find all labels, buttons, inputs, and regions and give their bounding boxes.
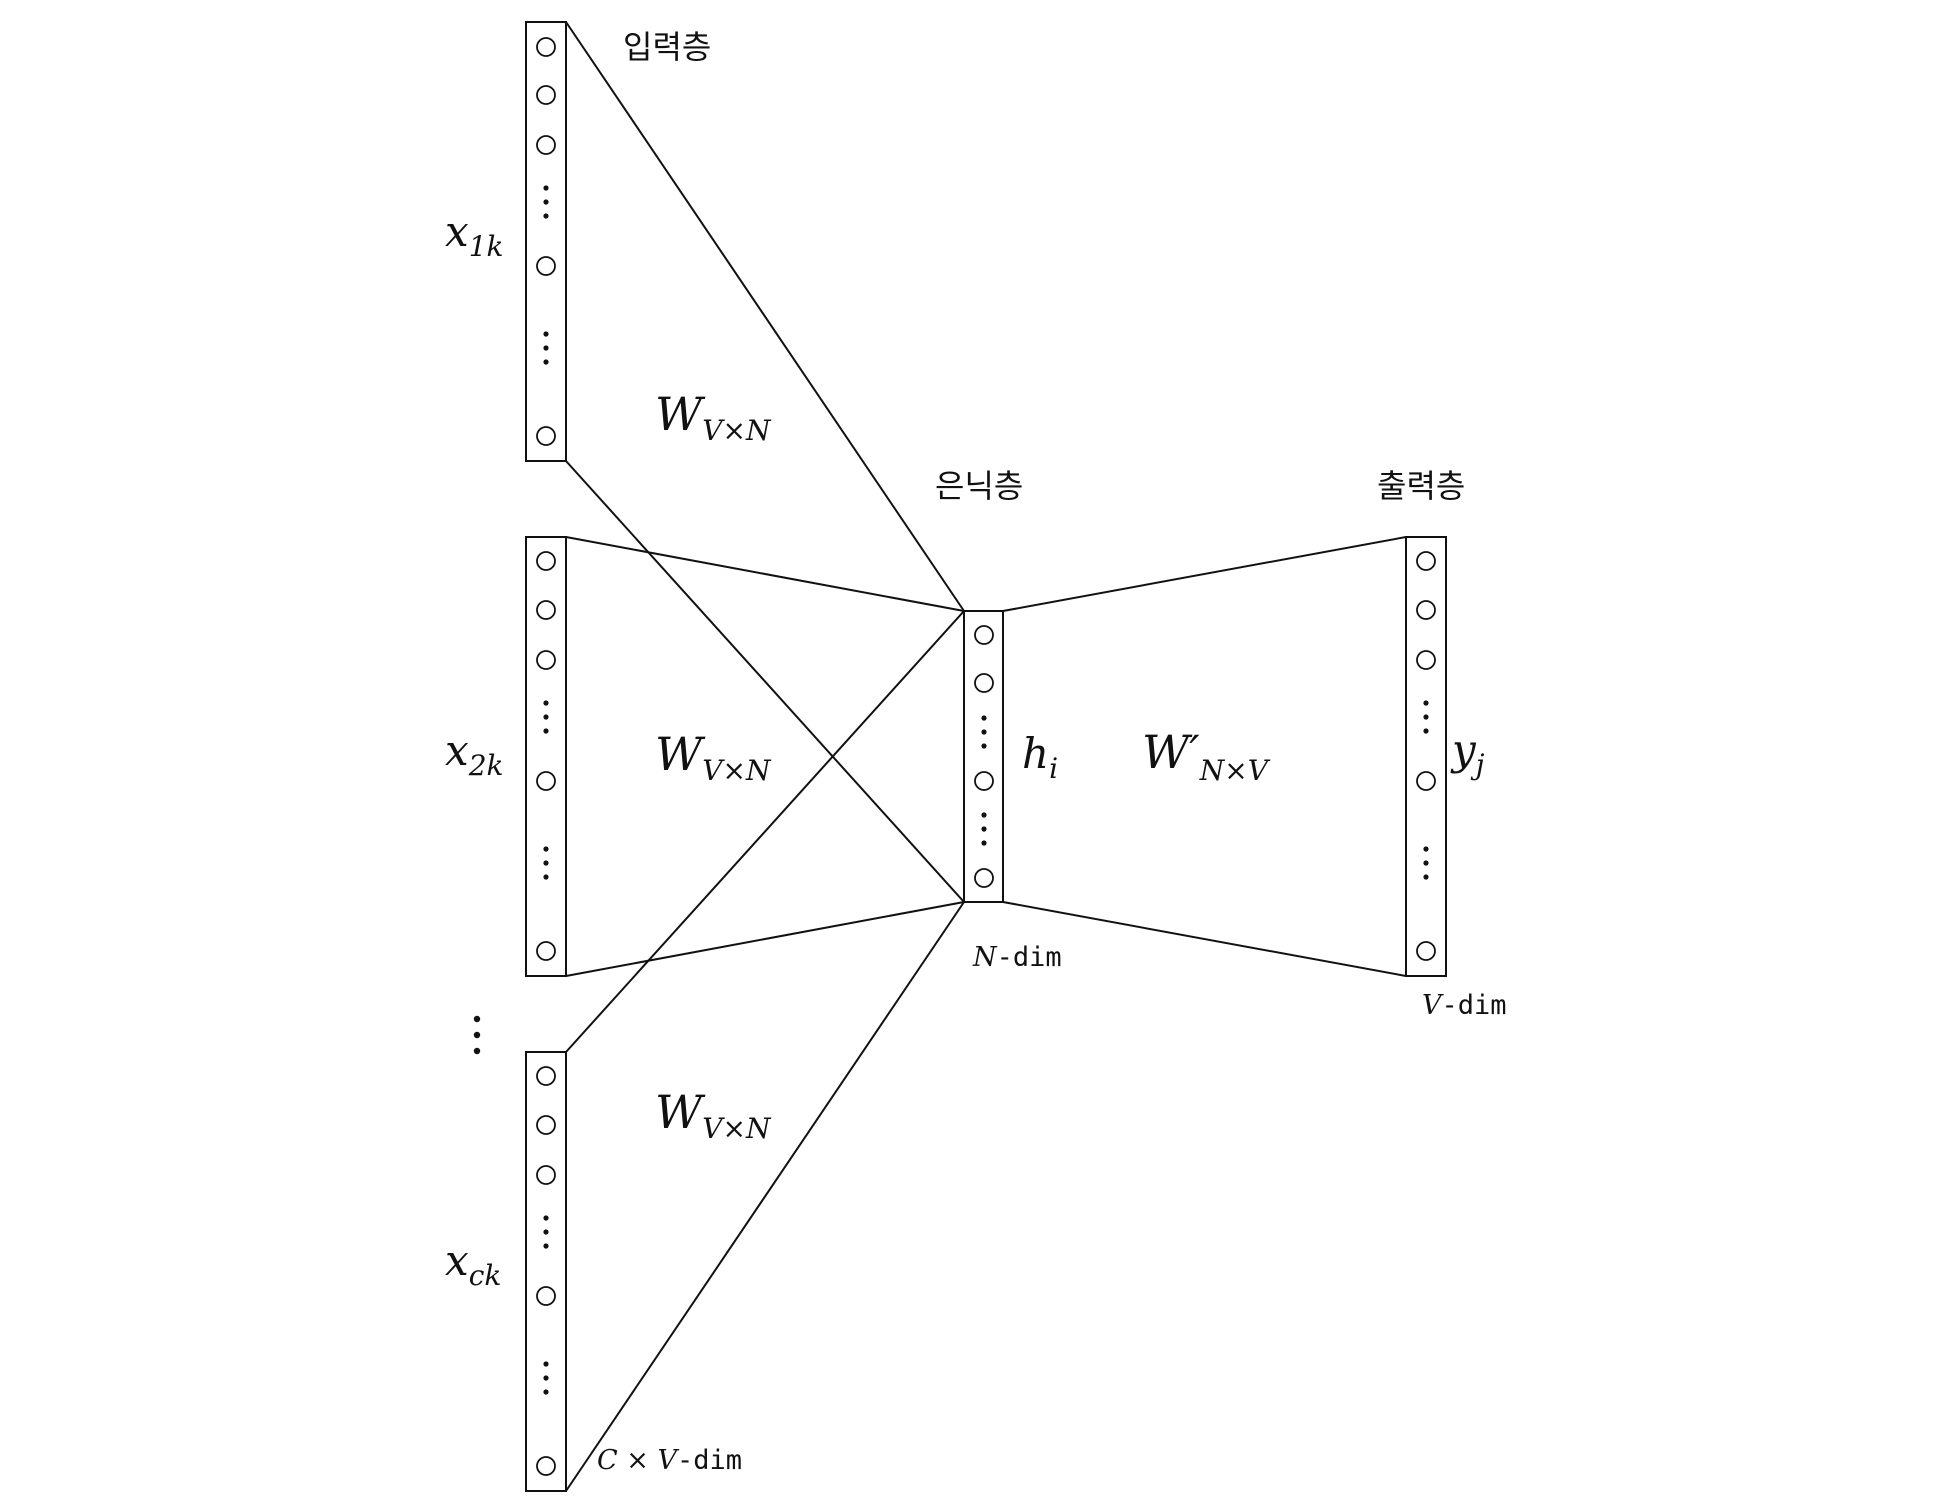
- vertical-ellipsis: [981, 715, 987, 749]
- neuron: [536, 1165, 556, 1185]
- edge-xc-top: [565, 610, 965, 1053]
- input-layer-title: 입력층: [623, 28, 711, 66]
- output-weight-label: W′N×V: [1142, 725, 1271, 787]
- input-vector-x2: [525, 536, 567, 977]
- neuron: [536, 1066, 556, 1086]
- vertical-ellipsis: [543, 846, 549, 880]
- vertical-ellipsis: [1423, 846, 1429, 880]
- edge-x1-bottom: [565, 460, 965, 903]
- vector-box: [525, 536, 567, 977]
- neuron: [536, 85, 556, 105]
- neuron: [974, 868, 994, 888]
- vector-box: [963, 610, 1004, 903]
- edge-out-top: [1002, 536, 1407, 612]
- neuron: [536, 1286, 556, 1306]
- output-dim-label: V-dim: [1422, 990, 1507, 1021]
- input-xc-label: xck: [445, 1236, 501, 1292]
- input-vector-xc: [525, 1051, 567, 1492]
- vertical-ellipsis: [543, 1215, 549, 1249]
- hidden-vector: [963, 610, 1004, 903]
- vertical-ellipsis: [543, 331, 549, 365]
- neuron: [536, 256, 556, 276]
- edge-x2-bottom: [565, 901, 965, 977]
- neuron: [536, 650, 556, 670]
- vertical-ellipsis: [981, 812, 987, 846]
- input-dim-label: C × V-dim: [597, 1445, 742, 1476]
- input-vectors-ellipsis: [473, 1015, 481, 1055]
- connection-lines: [565, 21, 1407, 1492]
- neuron: [974, 771, 994, 791]
- neuron: [536, 1456, 556, 1476]
- vector-box: [525, 1051, 567, 1492]
- output-layer-title: 출력층: [1377, 467, 1465, 505]
- edge-x1-top: [565, 21, 965, 612]
- neuron: [536, 551, 556, 571]
- vertical-ellipsis: [543, 1361, 549, 1395]
- edge-out-bottom: [1002, 901, 1407, 977]
- input-x2-label: x2k: [445, 726, 503, 782]
- vertical-ellipsis: [1423, 700, 1429, 734]
- neuron: [1416, 771, 1436, 791]
- input-x1-label: x1k: [445, 207, 503, 263]
- neuron: [536, 771, 556, 791]
- hidden-dim-label: N-dim: [972, 942, 1062, 973]
- neuron: [536, 135, 556, 155]
- output-vector: [1405, 536, 1447, 977]
- neuron: [1416, 650, 1436, 670]
- neuron: [1416, 600, 1436, 620]
- hidden-h-label: hi: [1022, 729, 1058, 785]
- vertical-ellipsis: [543, 185, 549, 219]
- edge-xc-bottom: [565, 901, 965, 1492]
- hidden-layer-title: 은닉층: [935, 467, 1023, 505]
- weight-label-3: WV×N: [655, 1085, 772, 1145]
- neuron: [1416, 941, 1436, 961]
- output-y-label: yj: [1450, 725, 1485, 781]
- weight-label-2: WV×N: [655, 727, 772, 787]
- neuron: [536, 941, 556, 961]
- edge-x2-top: [565, 536, 965, 612]
- neuron: [974, 673, 994, 693]
- neuron: [536, 37, 556, 57]
- vector-box: [525, 21, 567, 462]
- neuron: [974, 625, 994, 645]
- neuron: [1416, 551, 1436, 571]
- neuron: [536, 1115, 556, 1135]
- vector-box: [1405, 536, 1447, 977]
- vertical-ellipsis: [543, 700, 549, 734]
- neuron: [536, 426, 556, 446]
- neuron: [536, 600, 556, 620]
- weight-label-1: WV×N: [655, 387, 772, 447]
- input-vector-x1: [525, 21, 567, 462]
